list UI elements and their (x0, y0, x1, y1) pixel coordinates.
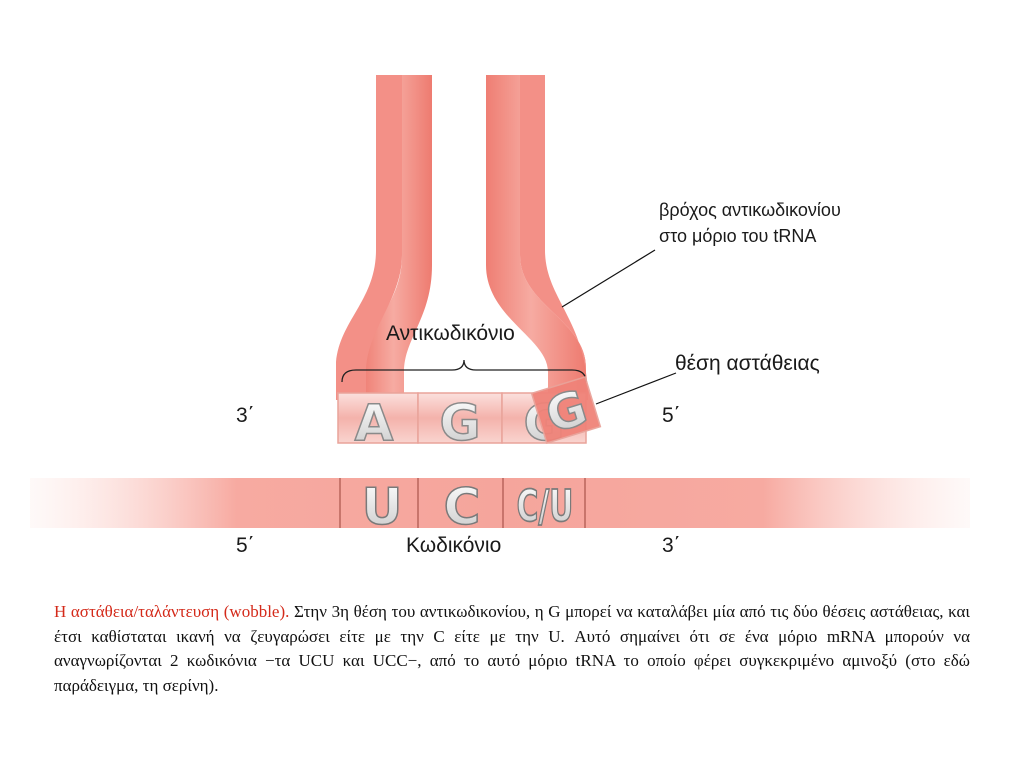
codon-base-3: C/U (517, 480, 574, 531)
caption-body: Στην 3η θέση του αντικωδικονίου, η G μπο… (54, 602, 970, 695)
mrna-strand (30, 478, 970, 528)
wobble-diagram: A G G G U C C/U (30, 75, 970, 537)
loop-label-line1: βρόχος αντικωδικονίου (659, 200, 841, 220)
caption-title: Η αστάθεια/ταλάντευση (wobble). (54, 602, 290, 621)
codon-label: Κωδικόνιο (406, 534, 502, 557)
trna-5prime-label: 5΄ (662, 404, 681, 427)
anticodon-label: Αντικωδικόνιο (386, 322, 515, 345)
codon-dividers (339, 478, 586, 528)
trna-3prime-label: 3΄ (236, 404, 255, 427)
loop-label-line2: στο μόριο του tRNA (659, 226, 817, 246)
trna-loop (336, 75, 588, 400)
codon-base-1: U (362, 478, 403, 536)
loop-leader-line (561, 249, 656, 308)
anticodon-brace (341, 359, 587, 383)
anticodon-letters: A G G (354, 393, 565, 453)
codon-base-2: C (444, 478, 481, 536)
wobble-position-label: θέση αστάθειας (675, 352, 820, 375)
anticodon-base-1: A (355, 394, 394, 452)
anticodon-base-2: G (439, 394, 480, 452)
wobble-leader-line (595, 372, 677, 405)
wobble-box: G (530, 376, 602, 445)
codon-letters: U C C/U (361, 477, 574, 537)
mrna-3prime-label: 3΄ (662, 534, 681, 557)
mrna-5prime-label: 5΄ (236, 534, 255, 557)
caption: Η αστάθεια/ταλάντευση (wobble). Στην 3η … (54, 600, 970, 698)
